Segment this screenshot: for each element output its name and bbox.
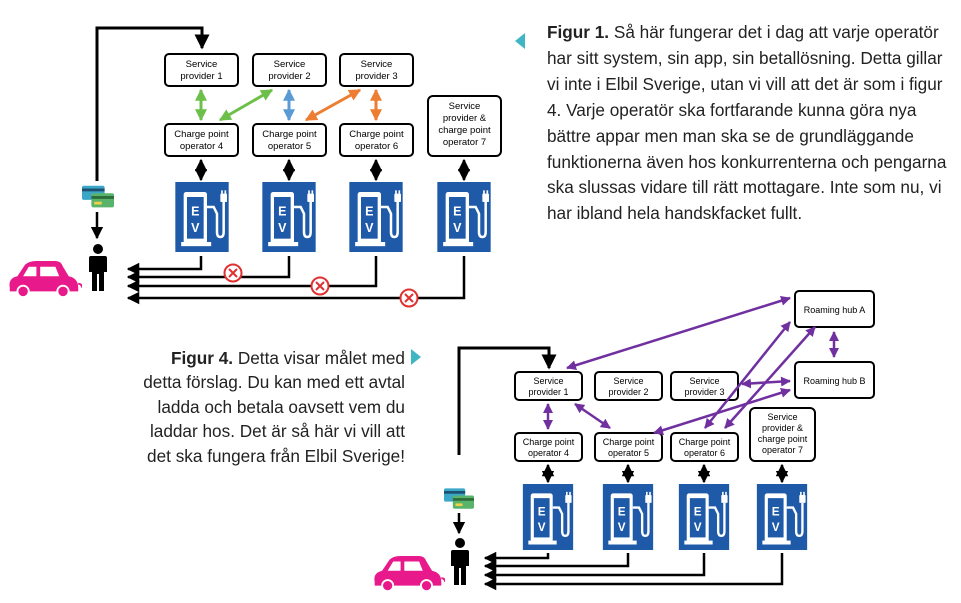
- svg-text:Service: Service: [689, 376, 719, 386]
- service-provider-2: Service provider 2: [252, 53, 327, 87]
- svg-text:provider &: provider &: [762, 423, 803, 433]
- charge-point-operator-6: Charge point operator 6: [339, 123, 414, 157]
- svg-text:operator 7: operator 7: [762, 445, 803, 455]
- combined-operator-7: Service provider & charge point operator…: [749, 407, 816, 462]
- svg-text:provider 2: provider 2: [268, 71, 310, 82]
- charging-station-icon: [260, 182, 318, 252]
- figure-4-diagram: Service provider 1 Service provider 2 Se…: [373, 290, 875, 594]
- figure-4-caption-text: Detta visar målet med detta förslag. Du …: [143, 348, 405, 466]
- feed-line: [95, 26, 210, 181]
- svg-text:operator 4: operator 4: [180, 141, 223, 152]
- payment-cards-icon: [82, 185, 114, 208]
- charge-point-operator-6: Charge point operator 6: [670, 432, 739, 462]
- charge-point-operator-5: Charge point operator 5: [594, 432, 663, 462]
- svg-text:Service: Service: [274, 59, 306, 70]
- svg-text:operator 4: operator 4: [528, 448, 569, 458]
- charging-station-icon: [173, 182, 231, 252]
- charge-point-operator-4: Charge point operator 4: [514, 432, 583, 462]
- svg-text:charge point: charge point: [758, 434, 808, 444]
- svg-text:Roaming hub B: Roaming hub B: [803, 376, 865, 386]
- figure-1-caption-text: Så här fungerar det i dag att varje oper…: [547, 22, 947, 224]
- svg-text:provider 2: provider 2: [608, 387, 648, 397]
- svg-text:operator 5: operator 5: [608, 448, 649, 458]
- svg-text:operator 7: operator 7: [443, 137, 486, 148]
- figure-1-caption: Figur 1. Så här fungerar det i dag att v…: [547, 20, 957, 227]
- svg-text:provider 1: provider 1: [180, 71, 222, 82]
- charging-station-icon: [755, 484, 809, 550]
- caption-pointer-icon: [411, 349, 421, 365]
- service-provider-1: Service provider 1: [164, 53, 239, 87]
- svg-text:provider 3: provider 3: [355, 71, 397, 82]
- svg-text:Charge point: Charge point: [523, 437, 575, 447]
- caption-pointer-icon: [515, 33, 525, 49]
- svg-text:Service: Service: [533, 376, 563, 386]
- service-provider-3: Service provider 3: [670, 371, 739, 401]
- roaming-hub-a: Roaming hub A: [794, 290, 875, 328]
- svg-text:Service: Service: [361, 59, 393, 70]
- car-icon: [373, 555, 445, 594]
- charging-station-icon: [677, 484, 731, 550]
- blocked-cross-icon: [310, 276, 330, 296]
- svg-text:operator 6: operator 6: [684, 448, 725, 458]
- charging-station-icon: [601, 484, 655, 550]
- svg-text:operator 6: operator 6: [355, 141, 398, 152]
- charging-station-icon: [347, 182, 405, 252]
- charge-point-operator-5: Charge point operator 5: [252, 123, 327, 157]
- svg-text:Service: Service: [613, 376, 643, 386]
- payment-cards-icon: [444, 488, 474, 509]
- service-provider-1: Service provider 1: [514, 371, 583, 401]
- svg-text:Charge point: Charge point: [603, 437, 655, 447]
- svg-text:charge point: charge point: [438, 125, 491, 136]
- svg-text:provider 1: provider 1: [528, 387, 568, 397]
- charge-point-operator-4: Charge point operator 4: [164, 123, 239, 157]
- svg-text:Service: Service: [449, 101, 481, 112]
- svg-text:Charge point: Charge point: [349, 129, 404, 140]
- svg-text:Service: Service: [186, 59, 218, 70]
- svg-text:Charge point: Charge point: [679, 437, 731, 447]
- roaming-hub-b: Roaming hub B: [794, 361, 875, 399]
- figure-4-caption-title: Figur 4.: [170, 348, 234, 368]
- service-provider-3: Service provider 3: [339, 53, 414, 87]
- svg-text:operator 5: operator 5: [268, 141, 311, 152]
- car-icon: [8, 260, 82, 300]
- charging-station-icon: [435, 182, 493, 252]
- combined-operator-7: Service provider & charge point operator…: [427, 95, 502, 157]
- svg-text:Roaming hub A: Roaming hub A: [804, 305, 866, 315]
- blocked-cross-icon: [223, 263, 243, 283]
- blocked-cross-icon: [399, 288, 419, 308]
- svg-text:Service: Service: [767, 412, 797, 422]
- figure-1-caption-title: Figur 1.: [547, 22, 610, 42]
- person-icon: [89, 244, 107, 291]
- charging-station-icon: [521, 484, 575, 550]
- svg-text:Charge point: Charge point: [262, 129, 317, 140]
- figure-4-caption: Figur 4. Detta visar målet med detta för…: [140, 346, 405, 468]
- svg-text:provider &: provider &: [443, 113, 487, 124]
- person-icon: [451, 538, 469, 585]
- figure-1-diagram: Service provider 1 Service provider 2 Se…: [8, 26, 502, 308]
- service-provider-2: Service provider 2: [594, 371, 663, 401]
- svg-text:provider 3: provider 3: [684, 387, 724, 397]
- svg-text:Charge point: Charge point: [174, 129, 229, 140]
